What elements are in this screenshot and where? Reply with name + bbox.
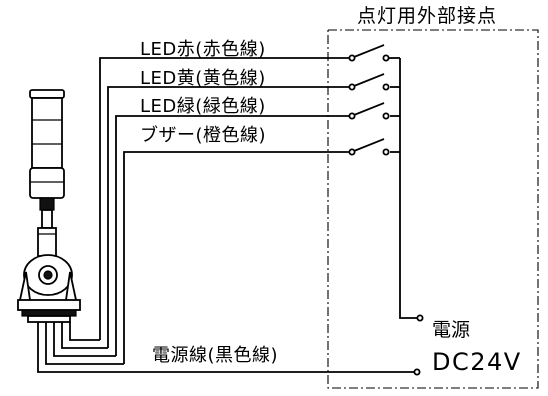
wires: [37, 57, 418, 373]
diagram-title: 点灯用外部接点: [357, 5, 497, 27]
label-led-red: LED赤(赤色線): [140, 39, 266, 60]
label-power-wire: 電源線(黒色線): [152, 345, 278, 366]
switch-red: [348, 44, 400, 62]
switch-yellow: [348, 73, 390, 91]
wire-green: [115, 115, 350, 356]
external-contacts-box: [327, 29, 539, 389]
signal-tower-icon: [17, 89, 81, 323]
power-voltage: DC24V: [432, 348, 522, 376]
label-led-green: LED緑(緑色線): [140, 96, 266, 117]
wire-orange: [123, 151, 350, 364]
wire-red: [99, 57, 350, 340]
switch-green: [348, 102, 390, 120]
contact-switches: [348, 44, 400, 156]
label-led-yellow: LED黄(黄色線): [140, 68, 266, 89]
power-terminals: [413, 314, 424, 376]
wire-black: [37, 322, 415, 373]
label-buzzer: ブザー(橙色線): [140, 124, 266, 146]
switch-buzzer: [348, 138, 390, 156]
power-label: 電源: [432, 319, 470, 341]
wire-yellow: [107, 86, 350, 348]
wire-common: [399, 58, 418, 319]
